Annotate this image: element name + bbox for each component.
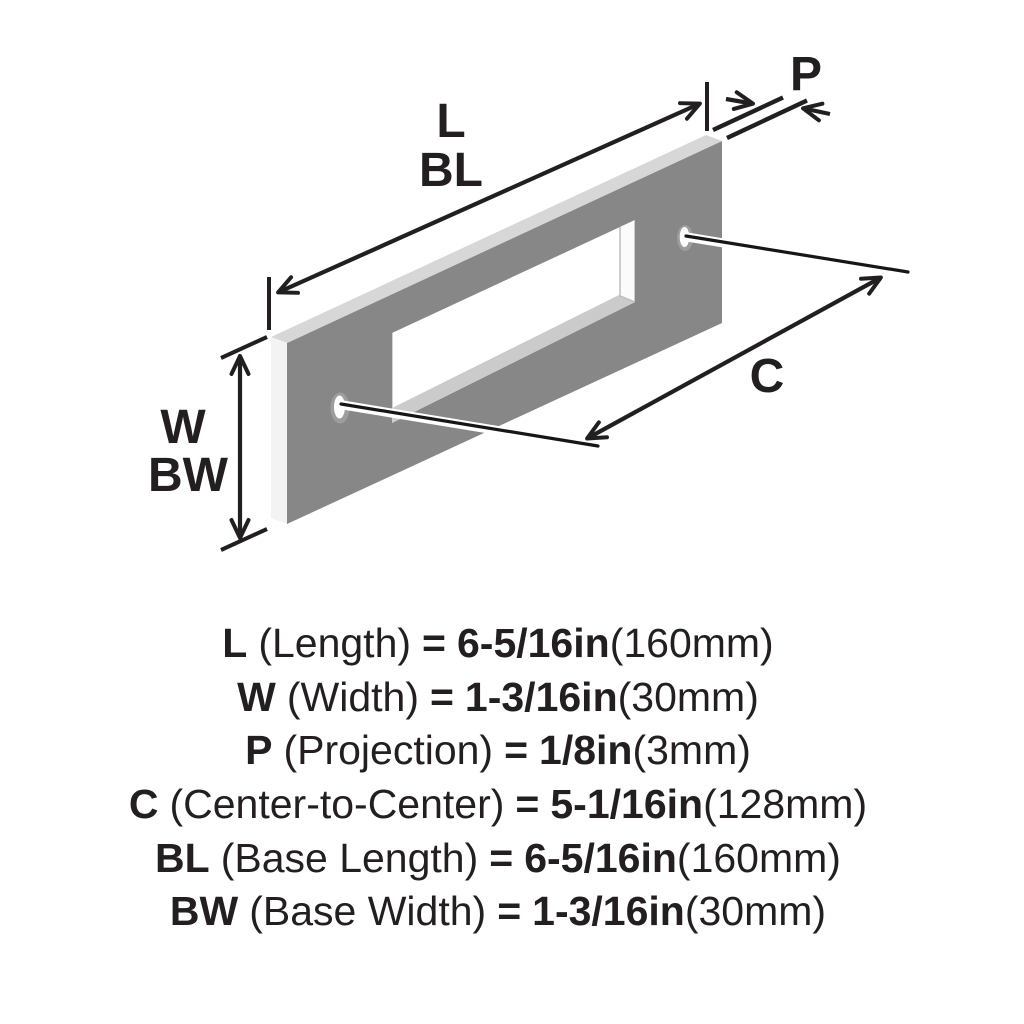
legend-value: 5-1/16in	[550, 781, 704, 828]
legend-equals: =	[497, 888, 522, 935]
legend-row-projection: P (Projection) = 1/8in (3mm)	[0, 724, 996, 778]
legend-value: 6-5/16in	[524, 834, 677, 881]
legend-name: (Projection)	[283, 727, 494, 774]
legend-metric: (3mm)	[632, 727, 751, 774]
legend-metric: (128mm)	[703, 781, 868, 828]
label-base-width: BW	[148, 449, 229, 502]
label-center-to-center: C	[750, 350, 785, 403]
legend-name: (Base Width)	[249, 888, 487, 935]
legend-code: P	[245, 727, 273, 774]
label-width: W	[160, 401, 206, 454]
legend-value: 6-5/16in	[456, 620, 610, 667]
plate-left-side-face	[271, 337, 287, 524]
legend-value: 1/8in	[539, 727, 633, 774]
right-hole-leader-line	[684, 234, 910, 274]
legend-value: 1-3/16in	[464, 673, 618, 720]
projection-arrow-right	[801, 101, 831, 123]
legend-code: W	[237, 673, 276, 720]
legend-name: (Length)	[258, 620, 412, 667]
center-to-center-dimension-arrow	[585, 275, 883, 441]
legend-name: (Width)	[286, 673, 419, 720]
cutout-right-wall	[619, 220, 635, 304]
legend-metric: (30mm)	[684, 888, 827, 935]
legend: L (Length) = 6-5/16in (160mm) W (Width) …	[0, 617, 996, 939]
width-tick-bottom	[220, 527, 268, 552]
legend-equals: =	[422, 620, 446, 667]
legend-code: BW	[169, 888, 239, 935]
legend-row-base-length: BL (Base Length) = 6-5/16in (160mm)	[0, 831, 996, 885]
projection-extension-line-front	[712, 95, 784, 132]
legend-equals: =	[504, 727, 529, 774]
width-tick-top	[220, 335, 268, 360]
legend-name: (Center-to-Center)	[169, 781, 505, 828]
legend-metric: (160mm)	[609, 620, 774, 667]
legend-code: C	[128, 781, 159, 828]
legend-name: (Base Length)	[220, 834, 479, 881]
legend-code: BL	[155, 834, 210, 881]
label-projection: P	[790, 48, 822, 101]
legend-equals: =	[429, 673, 454, 720]
legend-row-base-width: BW (Base Width) = 1-3/16in (30mm)	[0, 885, 996, 939]
legend-row-width: W (Width) = 1-3/16in (30mm)	[0, 671, 996, 725]
label-base-length: BL	[419, 144, 483, 197]
legend-code: L	[222, 620, 248, 667]
cutout-bottom-wall	[392, 295, 635, 423]
left-hole-leader-line	[339, 402, 600, 448]
legend-equals: =	[515, 781, 540, 828]
projection-extension-line-back	[726, 98, 808, 140]
label-length: L	[436, 95, 465, 148]
legend-row-length: L (Length) = 6-5/16in (160mm)	[0, 617, 996, 671]
legend-equals: =	[489, 834, 514, 881]
legend-value: 1-3/16in	[532, 888, 685, 935]
legend-row-center-to-center: C (Center-to-Center) = 5-1/16in (128mm)	[0, 778, 996, 832]
projection-arrow-left	[725, 90, 755, 111]
legend-metric: (160mm)	[676, 834, 841, 881]
length-dimension-arrow	[276, 101, 702, 295]
legend-metric: (30mm)	[617, 673, 759, 720]
